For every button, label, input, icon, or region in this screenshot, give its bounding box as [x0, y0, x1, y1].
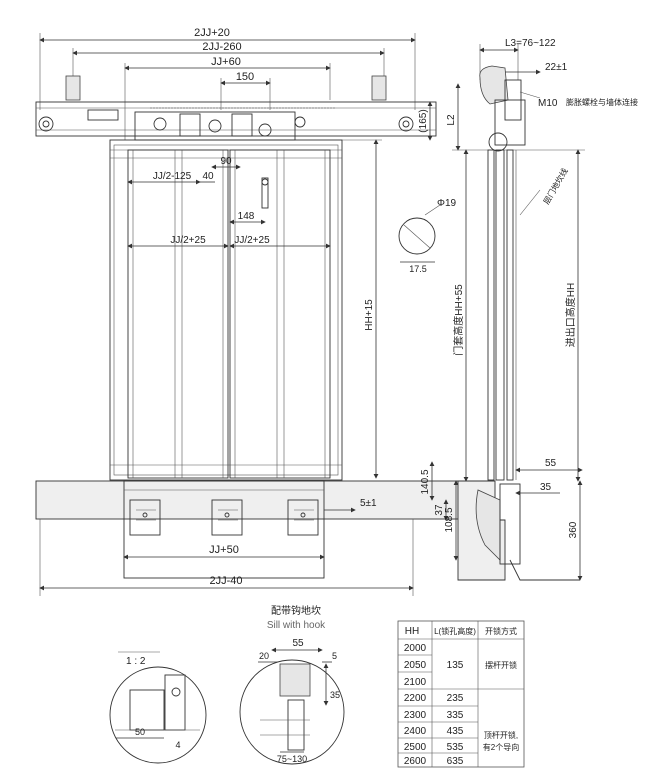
sill-dim-5: 5 [332, 651, 337, 661]
dim-22: 22±1 [545, 62, 568, 73]
sill-dim-20: 20 [259, 651, 269, 661]
dim-jj50: JJ+50 [209, 544, 239, 556]
table-l-4: 535 [447, 742, 464, 753]
dim-phi19: Φ19 [437, 198, 457, 209]
sill-bracket-mid [211, 499, 243, 536]
table-hh-3: 2200 [404, 693, 427, 704]
dim-l3: L3=76~122 [505, 38, 556, 49]
table-hh-7: 2600 [404, 756, 427, 767]
table-header-hh: HH [405, 626, 419, 637]
sill-dim-75-130: 75~130 [277, 754, 307, 764]
table-l-1: 235 [447, 693, 464, 704]
dim-third: JJ+60 [211, 56, 241, 68]
dim-140-5: 140.5 [420, 469, 431, 494]
sill-title-cn: 配带钩地坎 [271, 604, 321, 617]
table-hh-4: 2300 [404, 710, 427, 721]
sill-detail: 配带钩地坎 Sill with hook 1 : 2 50 4 55 20 5 … [109, 604, 345, 765]
dim-37: 37 [434, 504, 445, 516]
dim-right-jj2-25: JJ/2+25 [234, 235, 270, 246]
dim-hh55: 门套高度HH+55 [452, 284, 465, 356]
table-header-l: L(锁孔高度) [434, 626, 476, 636]
dim-108-5: 108.5 [444, 507, 455, 532]
dim-top: 2JJ+20 [194, 27, 230, 39]
dim-hh15: HH+15 [364, 299, 375, 331]
dim-5pm1: 5±1 [360, 498, 377, 509]
table-method-1: 摆杆开锁 [485, 660, 517, 670]
dim-40: 40 [202, 171, 214, 182]
dim-90: 90 [220, 156, 232, 167]
sill-dim-4: 4 [175, 740, 180, 750]
sill-scale: 1 : 2 [126, 656, 146, 667]
sill-dim-50: 50 [135, 727, 145, 737]
dim-m10: M10 [538, 98, 558, 109]
table-hh-0: 2000 [404, 643, 427, 654]
dim-55: 55 [545, 458, 557, 469]
sill-bracket-right [287, 499, 319, 536]
dim-35: 35 [540, 482, 552, 493]
dim-left-jj2-25: JJ/2+25 [170, 235, 206, 246]
dim-entrance-height: 进出口高度HH [564, 283, 577, 347]
dim-17-5: 17.5 [409, 264, 427, 274]
dim-bottom: 2JJ-40 [209, 575, 242, 587]
table-l-2: 335 [447, 710, 464, 721]
note-floor-door-line: 层门地坎线 [541, 166, 570, 206]
table-l-0: 135 [447, 660, 464, 671]
table-header-method: 开锁方式 [485, 626, 517, 636]
note-expansion-bolt: 膨胀螺栓与墙体连接 [566, 97, 638, 107]
sill-dim-35: 35 [330, 690, 340, 700]
table-hh-5: 2400 [404, 726, 427, 737]
dim-jj2-125: JJ/2-125 [153, 171, 192, 182]
front-view: 2JJ+20 2JJ-260 JJ+60 150 [35, 27, 459, 596]
table-hh-1: 2050 [404, 660, 427, 671]
table-hh-6: 2500 [404, 742, 427, 753]
dim-360: 360 [568, 521, 579, 538]
table-method-2a: 顶杆开锁, [484, 730, 518, 740]
table-l-3: 435 [447, 726, 464, 737]
dim-150: 150 [236, 71, 254, 83]
hh-table: HH L(锁孔高度) 开锁方式 2000 2050 2100 2200 2300… [397, 620, 525, 768]
dim-165: (165) [418, 109, 429, 132]
sill-bracket-left [129, 499, 161, 536]
dim-148: 148 [238, 211, 255, 222]
dim-second: 2JJ-260 [202, 41, 241, 53]
sill-dim-55: 55 [292, 638, 304, 649]
dim-l2: L2 [446, 114, 457, 126]
table-method-2b: 有2个导向 [483, 742, 519, 752]
sill-title-en: Sill with hook [267, 620, 326, 631]
table-l-5: 635 [447, 756, 464, 767]
table-hh-2: 2100 [404, 677, 427, 688]
